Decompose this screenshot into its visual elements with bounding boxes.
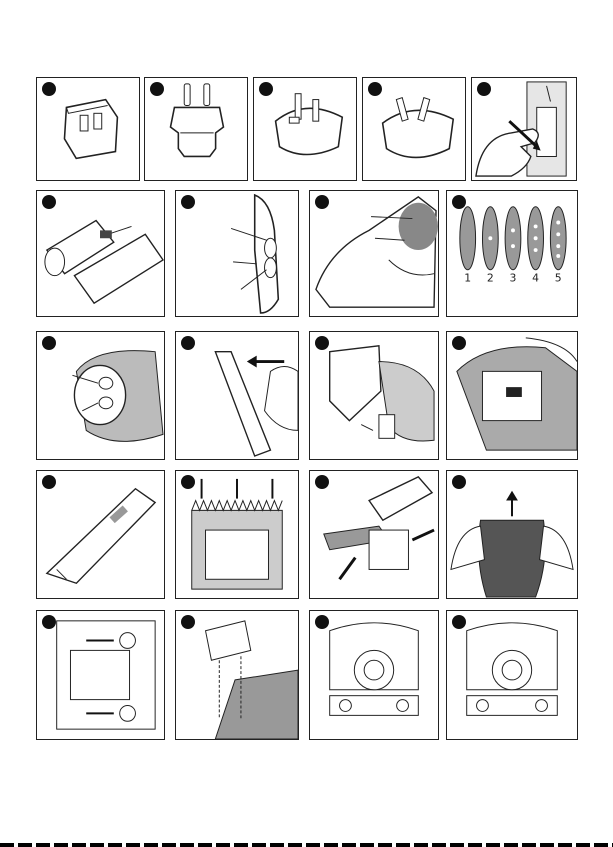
step-badge xyxy=(42,475,56,489)
panel-battery-pack xyxy=(36,190,165,317)
clipper-icon xyxy=(176,191,298,316)
panel-clipper-side-view xyxy=(36,470,165,599)
step-badge xyxy=(259,82,273,96)
blade-icon xyxy=(310,332,438,459)
panel-blade-assembly xyxy=(175,610,299,740)
step-badge xyxy=(42,195,56,209)
step-badge xyxy=(42,615,56,629)
step-badge xyxy=(452,475,466,489)
panel-blade-latch xyxy=(446,331,578,460)
speed-level-4: 4 xyxy=(532,272,539,285)
step-badge xyxy=(315,615,329,629)
blade-icon xyxy=(447,332,577,459)
battery-icon xyxy=(37,191,164,316)
charger-icon xyxy=(310,191,438,316)
step-badge xyxy=(42,336,56,350)
panel-clipper-controls xyxy=(175,190,299,317)
battery-icon xyxy=(37,332,164,459)
panel-blade-alignment xyxy=(175,470,299,599)
step-badge xyxy=(452,336,466,350)
panel-attach-adapter xyxy=(471,77,577,181)
led-indicator-icon: 1 2 3 4 5 xyxy=(447,191,577,316)
step-badge xyxy=(452,615,466,629)
hand-icon xyxy=(447,471,577,598)
panel-remove-cover xyxy=(446,470,578,599)
step-badge xyxy=(181,475,195,489)
step-badge xyxy=(181,195,195,209)
step-badge xyxy=(42,82,56,96)
panel-plug-adapter-euro xyxy=(144,77,248,181)
blade-icon xyxy=(176,611,298,739)
panel-plug-adapter-au xyxy=(362,77,466,181)
panel-plug-adapter-uk xyxy=(253,77,357,181)
blade-icon xyxy=(176,471,298,598)
step-badge xyxy=(181,336,195,350)
step-badge xyxy=(181,615,195,629)
panel-insert-blade xyxy=(309,331,439,460)
step-badge xyxy=(315,195,329,209)
step-badge xyxy=(477,82,491,96)
screw-icon xyxy=(37,611,164,739)
panel-drive-lever-position-a xyxy=(309,610,439,740)
panel-blade-screws xyxy=(36,610,165,740)
oil-bottle-icon xyxy=(310,471,438,598)
speed-level-3: 3 xyxy=(510,272,517,285)
step-badge xyxy=(315,475,329,489)
step-badge xyxy=(452,195,466,209)
speed-level-1: 1 xyxy=(464,272,471,285)
panel-charging-stand xyxy=(309,190,439,317)
step-badge xyxy=(368,82,382,96)
clipper-icon xyxy=(37,471,164,598)
panel-drive-lever-position-b xyxy=(446,610,578,740)
panel-plug-adapter-type-g xyxy=(36,77,140,181)
step-badge xyxy=(315,336,329,350)
speed-level-2: 2 xyxy=(487,272,494,285)
panel-remove-blade xyxy=(175,331,299,460)
motor-icon xyxy=(447,611,577,739)
panel-battery-contacts xyxy=(36,331,165,460)
panel-speed-levels: 1 2 3 4 5 xyxy=(446,190,578,317)
speed-level-5: 5 xyxy=(555,272,562,285)
blade-icon xyxy=(176,332,298,459)
crop-mark-strip xyxy=(0,843,613,847)
step-badge xyxy=(150,82,164,96)
motor-icon xyxy=(310,611,438,739)
panel-oil-blade xyxy=(309,470,439,599)
